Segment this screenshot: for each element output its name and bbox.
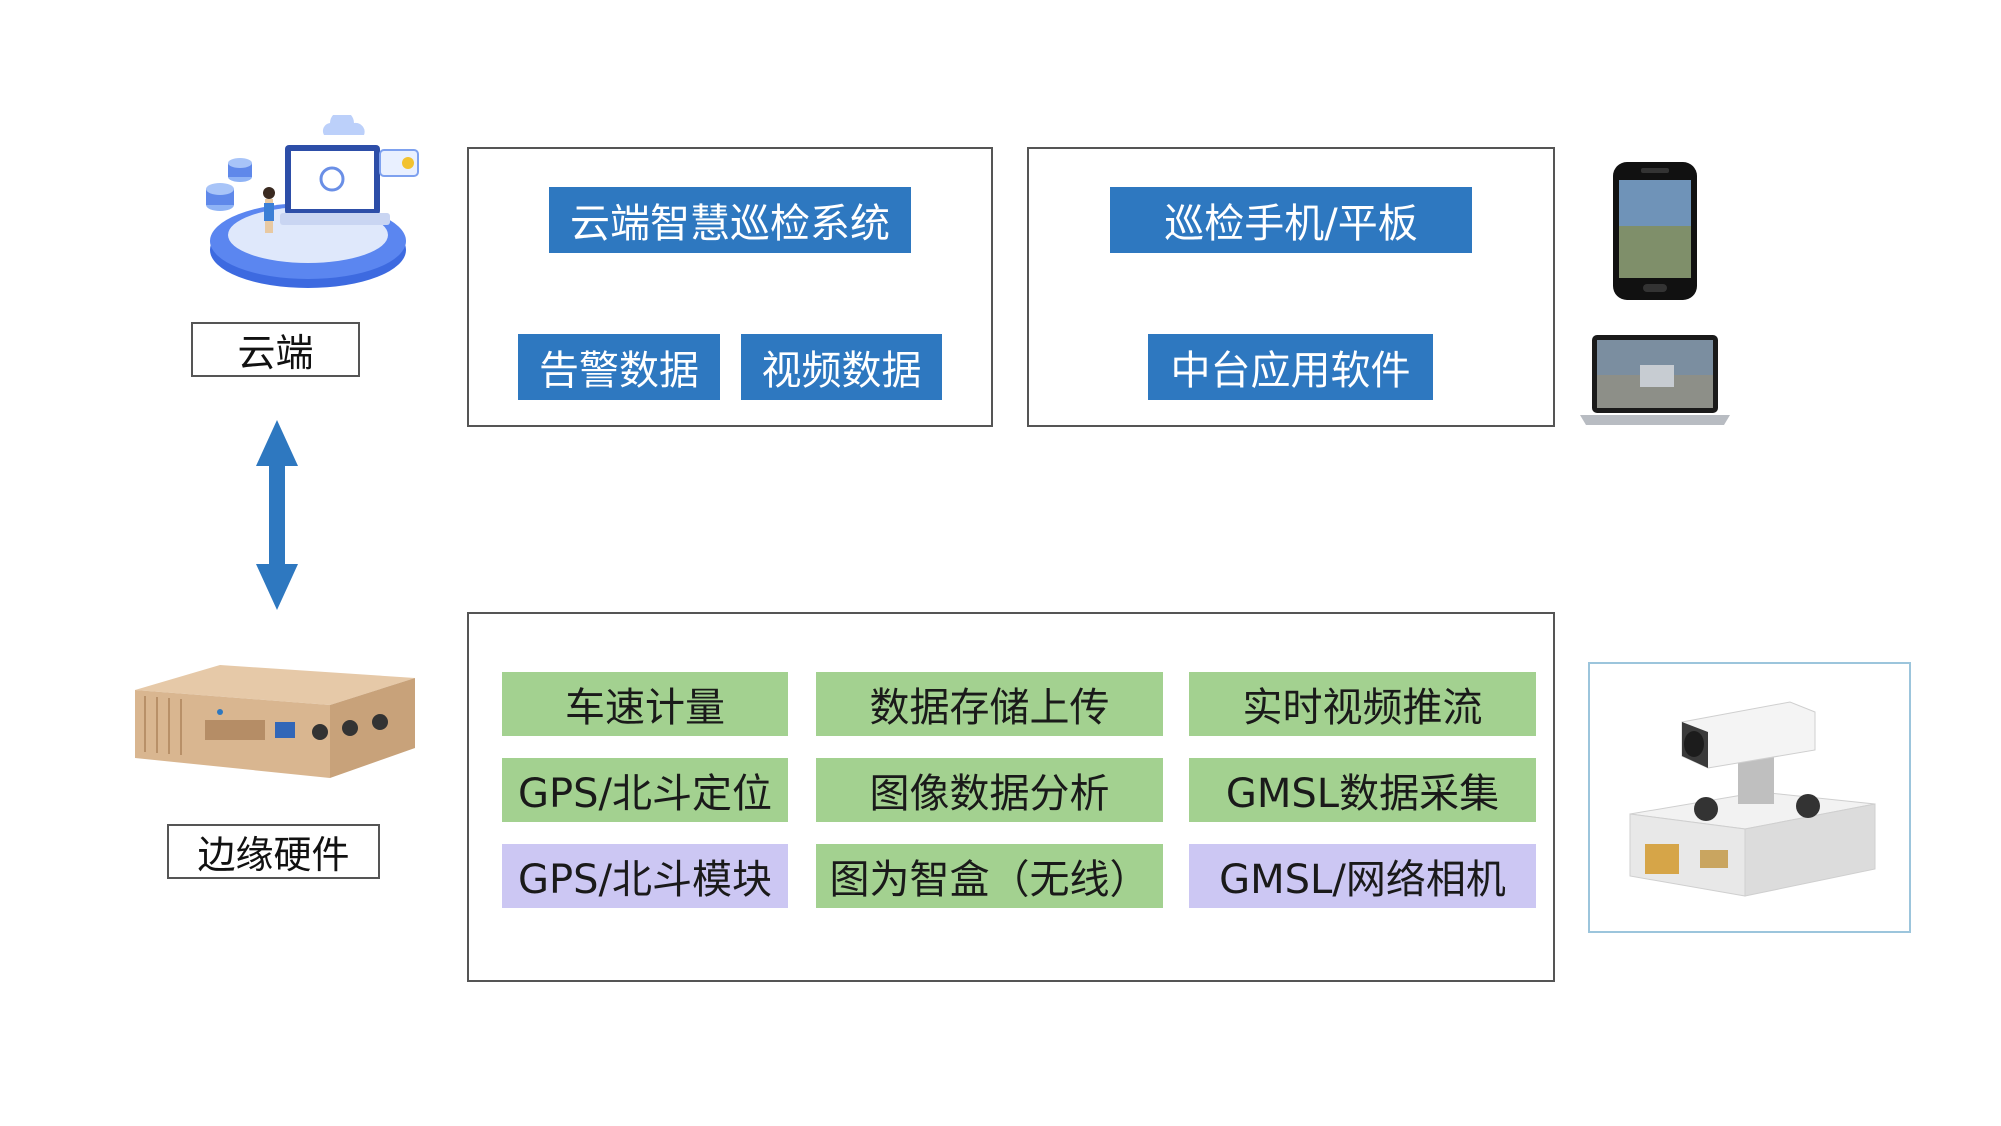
cloud-label: 云端 xyxy=(191,322,360,377)
laptop-icon xyxy=(1580,335,1730,425)
gps-beidou-positioning-tag: GPS/北斗定位 xyxy=(502,758,788,822)
camera-device-icon xyxy=(1629,701,1876,897)
edge-device-illustration xyxy=(125,660,420,785)
data-storage-upload-tag: 数据存储上传 xyxy=(816,672,1163,736)
gps-beidou-module-tag: GPS/北斗模块 xyxy=(502,844,788,908)
cloud-system-title: 云端智慧巡检系统 xyxy=(549,187,911,253)
smart-box-wireless-tag: 图为智盒（无线） xyxy=(816,844,1163,908)
video-data-tag: 视频数据 xyxy=(741,334,942,400)
image-data-analysis-tag: 图像数据分析 xyxy=(816,758,1163,822)
edge-hardware-label: 边缘硬件 xyxy=(167,824,380,879)
realtime-video-stream-tag: 实时视频推流 xyxy=(1189,672,1536,736)
camera-device-frame xyxy=(1588,662,1911,933)
gmsl-data-acquisition-tag: GMSL数据采集 xyxy=(1189,758,1536,822)
inspection-phone-tablet-tag: 巡检手机/平板 xyxy=(1110,187,1472,253)
vehicle-speed-tag: 车速计量 xyxy=(502,672,788,736)
cloud-illustration xyxy=(180,115,430,295)
gmsl-network-camera-tag: GMSL/网络相机 xyxy=(1189,844,1536,908)
alarm-data-tag: 告警数据 xyxy=(518,334,720,400)
middle-platform-software-tag: 中台应用软件 xyxy=(1148,334,1433,400)
smartphone-icon xyxy=(1613,162,1697,300)
bidirectional-arrow-icon xyxy=(256,420,298,610)
